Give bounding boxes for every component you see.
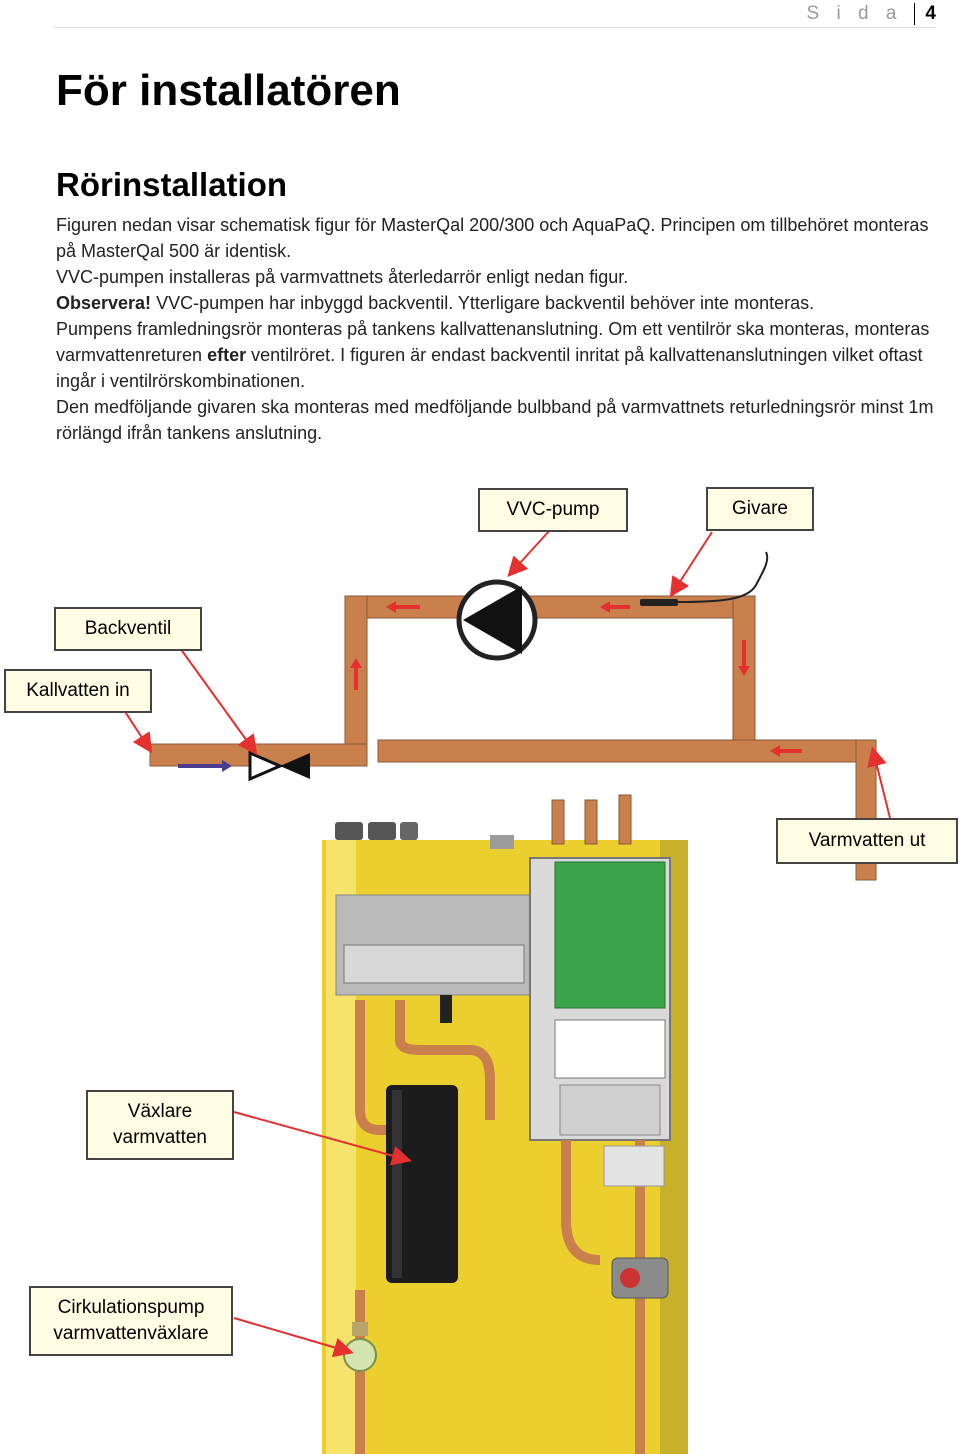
- callout-givare: [669, 531, 713, 598]
- label-cirkulationspump: Cirkulationspump varmvattenväxlare: [29, 1286, 233, 1356]
- callout-kallvatten: [123, 709, 153, 754]
- page-header: S i d a 4: [807, 0, 936, 28]
- check-valve-icon: [248, 750, 310, 782]
- sensor-icon: [640, 551, 769, 606]
- label-varmvatten-ut: Varmvatten ut: [776, 818, 958, 864]
- page-number: 4: [914, 3, 936, 25]
- label-givare: Givare: [706, 487, 814, 531]
- label-vvc-pump-text: VVC-pump: [506, 499, 600, 520]
- control-box: [529, 857, 671, 1141]
- label-cirk-line1: Cirkulationspump: [57, 1297, 205, 1318]
- label-kallvatten-in: Kallvatten in: [4, 669, 152, 713]
- section-title: Rörinstallation: [56, 166, 288, 203]
- observera-text: VVC-pumpen har inbyggd backventil. Ytter…: [151, 293, 815, 313]
- observera-label: Observera!: [56, 293, 152, 313]
- paragraph-pump-flow: Pumpens framledningsrör monteras på tank…: [56, 316, 946, 394]
- paragraph-intro: Figuren nedan visar schematisk figur för…: [56, 215, 929, 261]
- page-label: S i d a: [806, 3, 903, 24]
- label-kallvatten-in-text: Kallvatten in: [26, 680, 130, 701]
- callout-vvc-pump: [507, 529, 551, 577]
- label-cirk-line2: varmvattenväxlare: [53, 1323, 209, 1344]
- label-vvc-pump: VVC-pump: [478, 488, 628, 532]
- paragraph-vvc-install: VVC-pumpen installeras på varmvattnets å…: [56, 267, 629, 287]
- label-varmvatten-ut-text: Varmvatten ut: [808, 830, 926, 851]
- label-vaxlare-varmvatten: Växlare varmvatten: [86, 1090, 234, 1160]
- paragraph-observera: Observera! VVC-pumpen har inbyggd backve…: [56, 290, 946, 316]
- callout-varmvatten: [867, 746, 891, 819]
- callout-vaxlare: [233, 1111, 412, 1166]
- paragraph-sensor: Den medföljande givaren ska monteras med…: [56, 397, 934, 443]
- terminal-rail: [335, 894, 533, 1023]
- callout-backventil: [179, 647, 258, 756]
- callout-arrows: [123, 529, 891, 1358]
- efter-word: efter: [207, 345, 247, 365]
- valve-motor-icon: [603, 1145, 669, 1299]
- flow-arrows: [178, 601, 802, 772]
- pump-flow-text-b: ventilröret. I figuren är endast backven…: [56, 345, 923, 391]
- pump-flow-text-a: Pumpens framledningsrör monteras på tank…: [56, 319, 930, 365]
- label-vaxlare-line1: Växlare: [127, 1101, 193, 1122]
- label-backventil: Backventil: [54, 607, 202, 651]
- callout-cirkpump: [233, 1317, 354, 1358]
- label-backventil-text: Backventil: [84, 618, 172, 639]
- header-rule: [54, 27, 936, 28]
- label-vaxlare-line2: varmvatten: [113, 1127, 207, 1148]
- heat-exchanger: [386, 1085, 458, 1283]
- vvc-pump-icon: [456, 579, 538, 661]
- page-title: För installatören: [56, 66, 401, 115]
- label-givare-text: Givare: [732, 498, 788, 519]
